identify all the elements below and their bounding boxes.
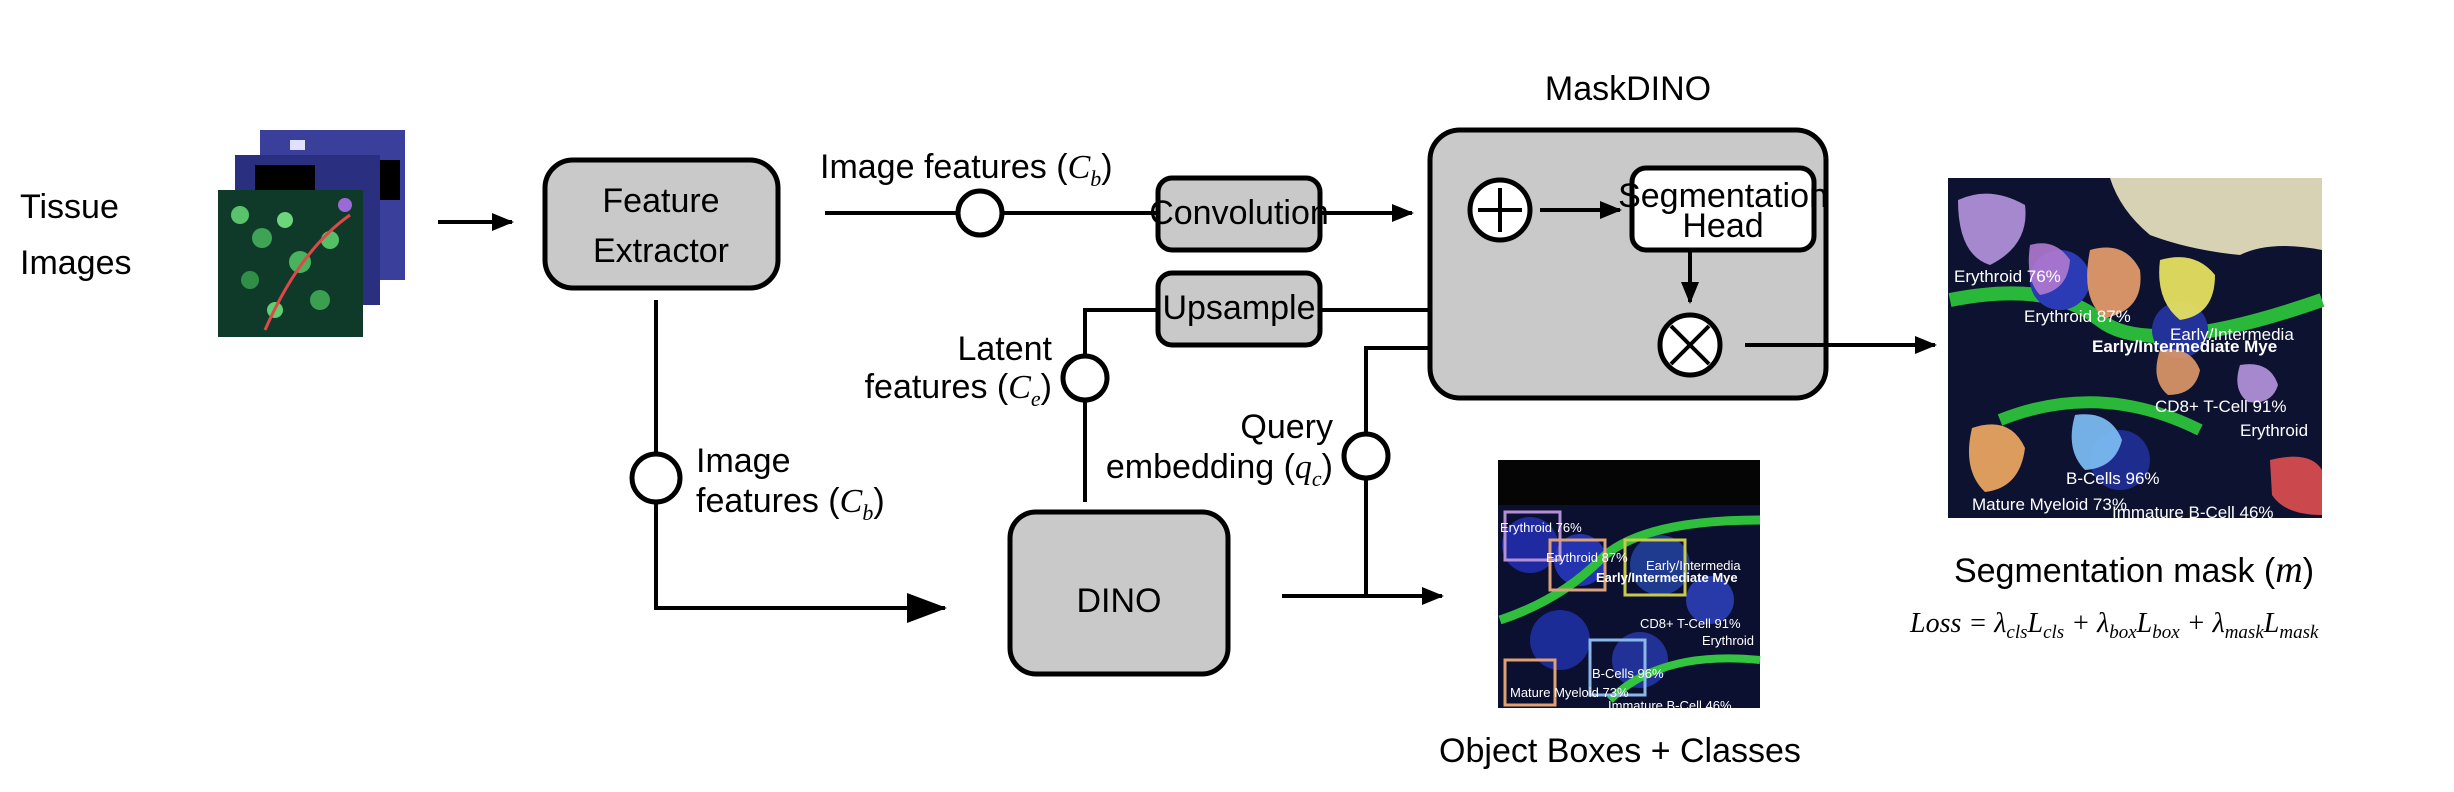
mask-label-3: Early/Intermedia bbox=[2170, 325, 2294, 344]
image-features-left-line1: Image bbox=[696, 442, 791, 480]
mask-label-7: B-Cells 96% bbox=[2066, 469, 2160, 488]
segmentation-mask-image: Erythroid 76% Erythroid 87% Early/Interm… bbox=[1948, 178, 2325, 522]
mask-label-4: Early/Intermediate Mye bbox=[2092, 337, 2277, 356]
image-features-left-line2: features (Cb) bbox=[696, 482, 885, 525]
object-box-label-9: Immature B-Cell 46% bbox=[1608, 698, 1732, 713]
arrow-extractor-to-dino bbox=[654, 300, 947, 623]
line-latent-features bbox=[1083, 308, 1158, 502]
node-image-features-left bbox=[629, 451, 683, 505]
object-box-label-4: Early/Intermediate Mye bbox=[1596, 570, 1738, 585]
dino-box bbox=[1007, 509, 1231, 677]
node-query-embedding bbox=[1341, 431, 1391, 481]
segmentation-mask-caption: Segmentation mask (m) bbox=[1954, 549, 2314, 591]
latent-features-line1: Latent bbox=[957, 330, 1052, 368]
dino-label: DINO bbox=[1077, 582, 1162, 620]
segmentation-head-line1: Segmentation bbox=[1618, 177, 1828, 215]
latent-features-line2: features (Ce) bbox=[865, 368, 1052, 411]
multiply-operator-b bbox=[1669, 324, 1711, 366]
image-features-top-label: Image features (Cb) bbox=[820, 148, 1113, 191]
mask-label-2: Erythroid 87% bbox=[2024, 307, 2131, 326]
feature-extractor-label-line2: Extractor bbox=[593, 232, 729, 270]
mask-label-5: CD8+ T-Cell 91% bbox=[2155, 397, 2287, 416]
object-box-label-7: B-Cells 96% bbox=[1592, 666, 1664, 681]
object-boxes-image: Erythroid 76% Erythroid 87% Early/Interm… bbox=[1498, 460, 1761, 713]
mask-label-8: Mature Myeloid 73% bbox=[1972, 495, 2127, 514]
tissue-images-label-line1: Tissue bbox=[20, 188, 119, 226]
mask-label-1: Erythroid 76% bbox=[1954, 267, 2061, 286]
object-box-label-5: CD8+ T-Cell 91% bbox=[1640, 616, 1741, 631]
mask-label-6: Erythroid bbox=[2240, 421, 2308, 440]
tissue-image-stack bbox=[218, 130, 405, 337]
maskdino-title: MaskDINO bbox=[1545, 70, 1711, 108]
feature-extractor-label-line1: Feature bbox=[602, 182, 719, 220]
segmentation-head-line2: Head bbox=[1682, 207, 1763, 245]
node-image-features-top bbox=[955, 188, 1005, 238]
object-box-label-6: Erythroid bbox=[1702, 633, 1754, 648]
node-latent-features bbox=[1060, 353, 1110, 403]
query-embedding-line2: embedding (qc) bbox=[1106, 448, 1333, 491]
tissue-images-label-line2: Images bbox=[20, 244, 132, 282]
object-box-label-8: Mature Myeloid 73% bbox=[1510, 685, 1629, 700]
object-box-label-3: Early/Intermedia bbox=[1646, 558, 1741, 573]
object-box-label-2: Erythroid 87% bbox=[1546, 550, 1628, 565]
object-box-label-1: Erythroid 76% bbox=[1500, 520, 1582, 535]
query-embedding-line1: Query bbox=[1240, 408, 1333, 446]
convolution-label: Convolution bbox=[1149, 194, 1329, 232]
upsample-label: Upsample bbox=[1162, 289, 1315, 327]
mask-label-9: Immature B-Cell 46% bbox=[2112, 503, 2274, 522]
object-boxes-caption: Object Boxes + Classes bbox=[1439, 732, 1801, 770]
feature-extractor-box bbox=[542, 157, 781, 291]
segmentation-head-box bbox=[1629, 165, 1817, 253]
loss-formula: Loss = λclsLcls + λboxLbox + λmaskLmask bbox=[1909, 608, 2319, 643]
